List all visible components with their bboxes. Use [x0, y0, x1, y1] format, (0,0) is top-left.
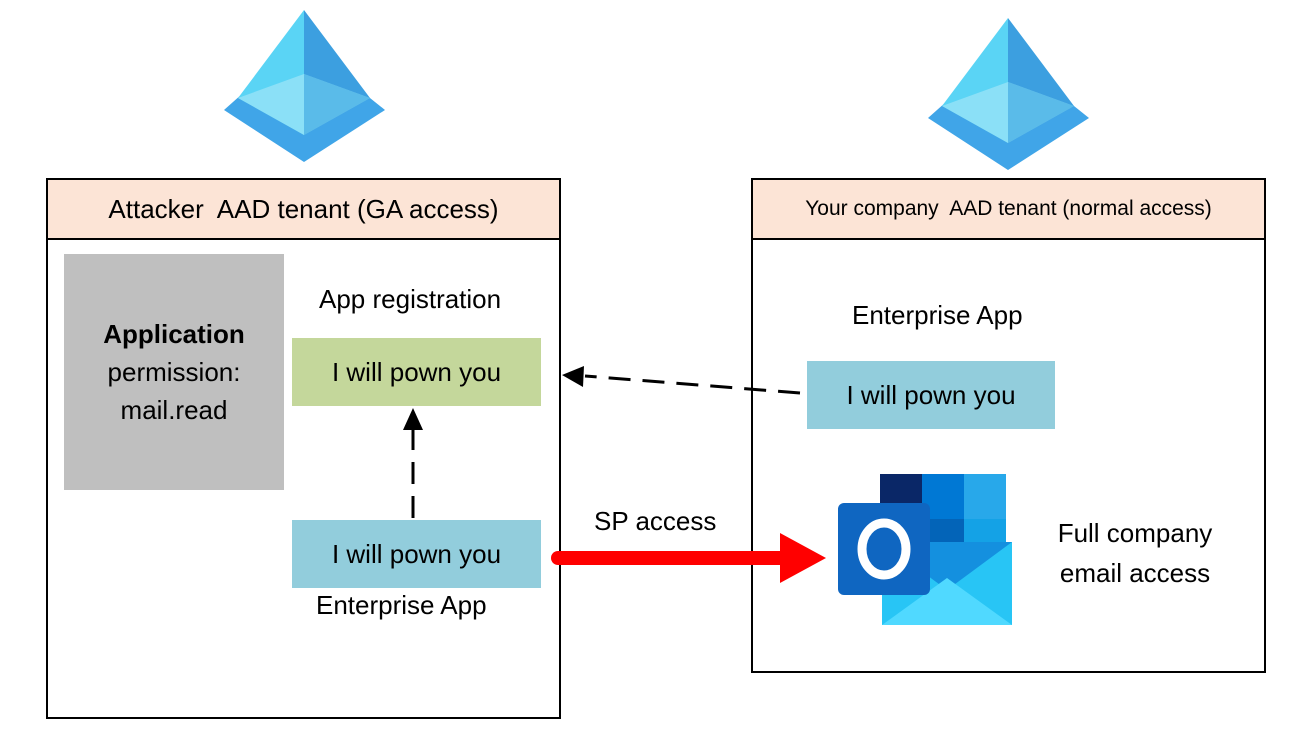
application-permission-box: Application permission: mail.read: [64, 254, 284, 490]
app-registration-name: I will pown you: [331, 356, 502, 387]
azure-ad-pyramid-icon: [928, 18, 1089, 170]
attacker-tenant-header: Attacker AAD tenant (GA access): [48, 180, 559, 240]
permission-line1: permission:: [107, 357, 241, 387]
sp-access-label: SP access: [594, 506, 717, 536]
company-enterprise-app-name: I will pown you: [846, 379, 1016, 410]
attacker-enterprise-app-label: Enterprise App: [316, 590, 487, 620]
attacker-tenant-title: Attacker AAD tenant (GA access): [108, 193, 499, 224]
company-tenant-header: Your company AAD tenant (normal access): [753, 180, 1264, 240]
mail-access-label: Full company email access: [1030, 513, 1240, 593]
app-registration-label: App registration: [319, 284, 502, 314]
sp-access-arrow: [551, 533, 826, 583]
company-tenant-title: Your company AAD tenant (normal access): [805, 197, 1212, 220]
mail-access-line2: email access: [1059, 558, 1211, 588]
company-enterprise-app-box: I will pown you: [807, 361, 1055, 429]
attacker-enterprise-app-name: I will pown you: [331, 538, 502, 569]
company-enterprise-app-label: Enterprise App: [852, 300, 1023, 330]
instance-of-arrow: [403, 408, 423, 518]
azure-ad-pyramid-icon: [224, 10, 385, 162]
mail-access-line1: Full company: [1057, 518, 1213, 548]
app-registration-box: I will pown you: [292, 338, 541, 406]
consent-link-arrow: [562, 366, 801, 395]
permission-line2: mail.read: [120, 395, 228, 425]
permission-title: Application: [103, 319, 245, 349]
attacker-enterprise-app-box: I will pown you: [292, 520, 541, 588]
